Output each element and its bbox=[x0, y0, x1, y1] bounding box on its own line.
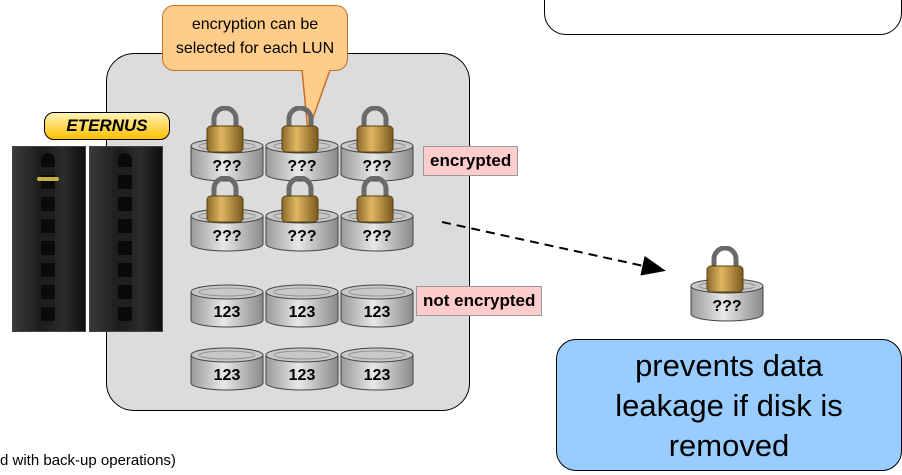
unencrypted-disk: 123 bbox=[340, 347, 414, 391]
disk-label: 123 bbox=[213, 367, 241, 384]
disk-label: ??? bbox=[212, 158, 242, 175]
disk-label: ??? bbox=[362, 158, 392, 175]
top-callout-box bbox=[544, 0, 902, 35]
disk-label: 123 bbox=[288, 304, 316, 321]
callout-line-2: selected for each LUN bbox=[175, 40, 335, 57]
padlock-icon bbox=[354, 175, 396, 224]
unencrypted-disk: 123 bbox=[265, 284, 339, 328]
disk-label: ??? bbox=[712, 298, 742, 315]
disk-label: ??? bbox=[362, 228, 392, 245]
disk-label: 123 bbox=[288, 367, 316, 384]
encrypted-tag: encrypted bbox=[423, 146, 519, 176]
padlock-icon bbox=[279, 175, 321, 224]
unencrypted-disk: 123 bbox=[190, 284, 264, 328]
prevent-line-2: leakage if disk is bbox=[615, 388, 843, 423]
disk-label: 123 bbox=[363, 367, 391, 384]
unencrypted-disk: 123 bbox=[265, 347, 339, 391]
disk-label: 123 bbox=[213, 304, 241, 321]
disk-label: ??? bbox=[287, 158, 317, 175]
callout-line-1: encryption can be bbox=[191, 16, 319, 33]
padlock-icon bbox=[204, 105, 246, 154]
padlock-icon bbox=[354, 105, 396, 154]
prevents-leakage-box: prevents data leakage if disk is removed bbox=[556, 339, 902, 471]
storage-rack-right bbox=[89, 146, 163, 332]
prevent-line-3: removed bbox=[668, 428, 790, 463]
not-encrypted-tag: not encrypted bbox=[416, 286, 543, 316]
footnote-text: d with back-up operations) bbox=[0, 452, 176, 469]
eternus-badge: ETERNUS bbox=[44, 112, 170, 140]
unencrypted-disk: 123 bbox=[190, 347, 264, 391]
storage-rack-left bbox=[12, 146, 86, 332]
prevent-line-1: prevents data bbox=[635, 348, 823, 383]
padlock-icon bbox=[704, 245, 746, 294]
padlock-icon bbox=[279, 105, 321, 154]
disk-label: ??? bbox=[287, 228, 317, 245]
unencrypted-disk: 123 bbox=[340, 284, 414, 328]
disk-label: ??? bbox=[212, 228, 242, 245]
padlock-icon bbox=[204, 175, 246, 224]
disk-label: 123 bbox=[363, 304, 391, 321]
lun-encryption-callout: encryption can be selected for each LUN bbox=[162, 5, 348, 71]
